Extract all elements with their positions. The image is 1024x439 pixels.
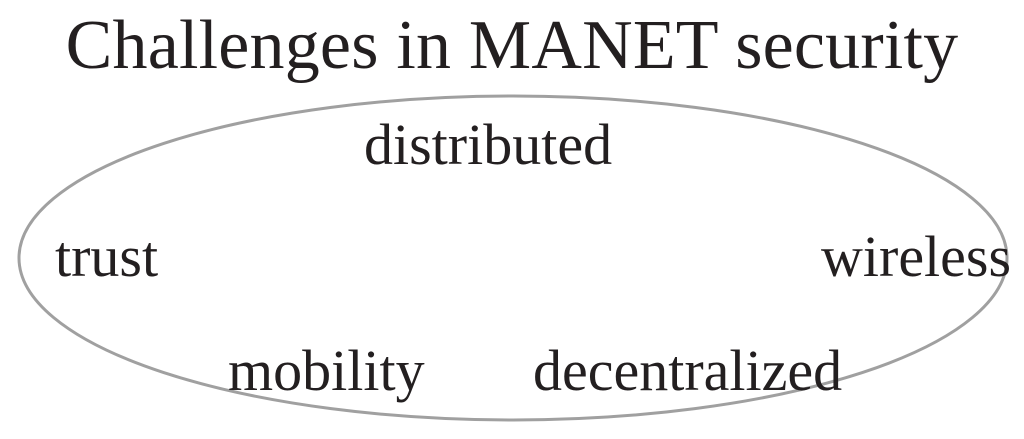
keyword-label-wireless: wireless <box>821 224 1012 289</box>
keyword-label-decentralized: decentralized <box>533 338 843 403</box>
keyword-label-mobility: mobility <box>228 338 425 403</box>
page-title: Challenges in MANET security <box>65 7 959 84</box>
keyword-label-trust: trust <box>55 224 159 289</box>
ellipse-outline-shape <box>17 94 1009 422</box>
keyword-label-distributed: distributed <box>364 112 613 177</box>
